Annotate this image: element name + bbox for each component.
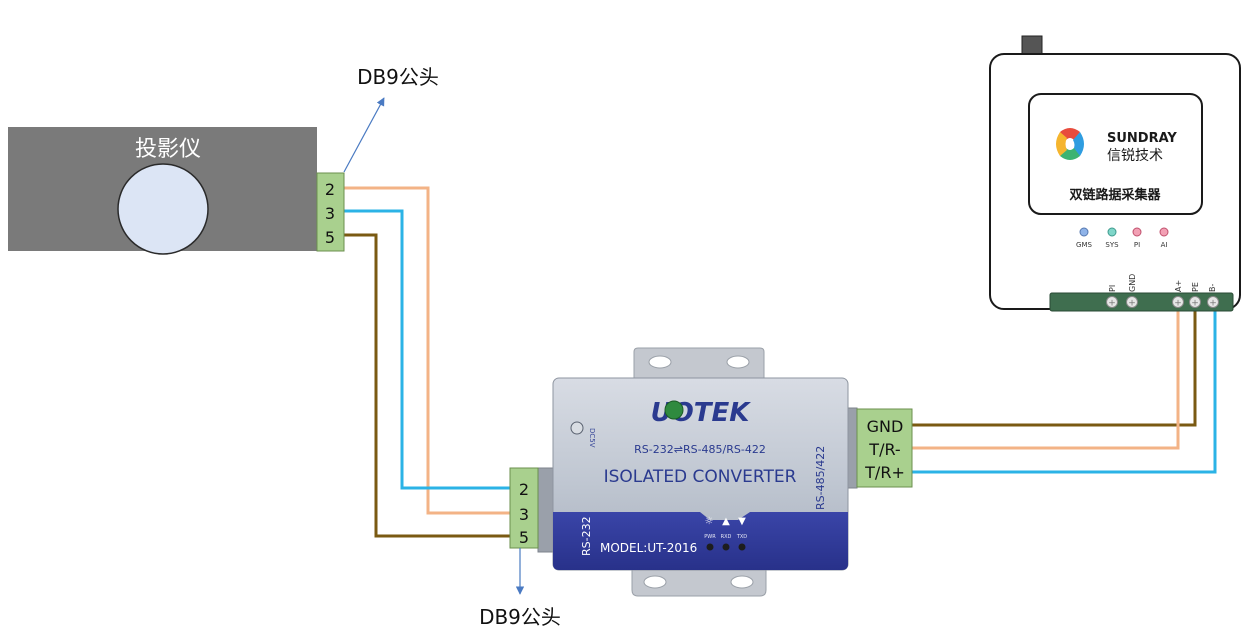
- converter-led-rxd: [722, 543, 730, 551]
- converter-rs232-terminal: [509, 467, 539, 549]
- collector-name: 双链路据采集器: [1069, 187, 1161, 203]
- collector-term-pe-label: PE: [1191, 282, 1200, 292]
- collector-screw-pe-plus-icon: +: [1191, 299, 1199, 309]
- converter-side-label-rs485: RS-485/422: [814, 446, 827, 510]
- collector-led-sys: [1107, 227, 1117, 237]
- projector: 投影仪 2 3 5: [8, 127, 345, 255]
- converter-led-txd: [738, 543, 746, 551]
- collector-screw-aplus: [1172, 296, 1184, 308]
- converter-side-label-rs232: RS-232: [580, 516, 593, 556]
- wire-orange-trminus: [912, 302, 1180, 450]
- bottom-connector-label: DB9公头: [479, 605, 561, 629]
- converter-top-ear: [633, 347, 765, 381]
- collector-led-ai-label: AI: [1161, 241, 1168, 249]
- wire-brown-rs232: [344, 233, 510, 538]
- converter-rs485-gnd: GND: [867, 417, 904, 436]
- collector-led-pi-label: PI: [1134, 241, 1140, 249]
- converter: DC5V UOTEK RS-232⇌RS-485/RS-422 ISOLATED…: [509, 347, 913, 597]
- collector-term-aplus-label: A+: [1174, 280, 1183, 292]
- converter-rs485-trminus: T/R-: [868, 440, 900, 459]
- converter-bottom-ear: [631, 567, 767, 597]
- converter-led-up-icon: ▲: [722, 516, 730, 527]
- projector-title: 投影仪: [135, 137, 201, 162]
- collector-screw-bminus: [1207, 296, 1219, 308]
- wires: [344, 186, 1217, 538]
- collector-screw-gnd: [1126, 296, 1138, 308]
- collector-screw-bminus-plus-icon: +: [1209, 299, 1217, 309]
- converter-led-pwr-label: PWR: [704, 534, 716, 540]
- collector-screw-pi: [1106, 296, 1118, 308]
- converter-led-pwr: [706, 543, 714, 551]
- converter-name: ISOLATED CONVERTER: [604, 467, 797, 487]
- collector-terminal-strip: [1049, 292, 1234, 312]
- projector-pin-5: 5: [325, 228, 335, 247]
- collector-term-bminus-label: B-: [1208, 284, 1217, 292]
- projector-lens: [117, 163, 209, 255]
- collector-screw-gnd-plus-icon: +: [1128, 299, 1136, 309]
- converter-subtitle: RS-232⇌RS-485/RS-422: [634, 443, 766, 456]
- converter-top-ear-hole-left: [648, 355, 672, 369]
- projector-pin-3: 3: [325, 204, 335, 223]
- converter-led-rxd-label: RXD: [721, 534, 732, 540]
- collector-led-gms-label: GMS: [1076, 241, 1092, 249]
- wire-blue-rs232: [344, 209, 510, 490]
- top-connector-label: DB9公头: [357, 65, 439, 89]
- converter-top-ear-hole-right: [726, 355, 750, 369]
- wire-orange-rs232: [344, 186, 510, 515]
- projector-db9-terminal: [316, 172, 345, 252]
- collector-led-gms: [1079, 227, 1089, 237]
- collector: SUNDRAY 信锐技术 双链路据采集器 GMS SYS PI AI PI GN…: [989, 35, 1241, 312]
- collector-brand-cn: 信锐技术: [1107, 148, 1163, 164]
- collector-term-pi-label: PI: [1108, 285, 1117, 292]
- converter-model: MODEL:UT-2016: [600, 541, 697, 555]
- wire-blue-trplus: [912, 302, 1217, 474]
- collector-led-pi: [1132, 227, 1142, 237]
- converter-rs485-trplus: T/R+: [864, 463, 905, 482]
- converter-bottom-ear-hole-left: [643, 575, 667, 589]
- collector-led-sys-label: SYS: [1105, 241, 1119, 249]
- top-connector-arrow: [343, 97, 385, 173]
- collector-terminal-screws: + + + + +: [1106, 296, 1219, 309]
- converter-rs232-pin-3: 3: [519, 505, 529, 524]
- converter-led-sun-icon: ☼: [705, 516, 714, 527]
- converter-dc-jack: [570, 421, 584, 435]
- collector-label-panel: [1028, 93, 1203, 215]
- converter-led-txd-label: TXD: [736, 534, 747, 540]
- collector-screw-aplus-plus-icon: +: [1174, 299, 1182, 309]
- collector-screw-pi-plus-icon: +: [1108, 299, 1116, 309]
- collector-brand-en: SUNDRAY: [1107, 131, 1177, 146]
- collector-led-ai: [1159, 227, 1169, 237]
- converter-rs485-terminal: [856, 408, 913, 488]
- converter-globe-icon: [664, 400, 684, 420]
- converter-rs232-pin-5: 5: [519, 528, 529, 547]
- sundray-logo-icon: [1056, 128, 1084, 160]
- collector-screw-pe: [1189, 296, 1201, 308]
- converter-led-down-icon: ▼: [738, 516, 746, 527]
- collector-term-gnd-label: GND: [1128, 274, 1137, 292]
- converter-bottom-ear-hole-right: [730, 575, 754, 589]
- converter-rs232-pin-2: 2: [519, 480, 529, 499]
- converter-dc-label: DC5V: [588, 428, 596, 448]
- projector-pin-2: 2: [325, 180, 335, 199]
- wire-brown-gnd: [912, 302, 1197, 427]
- converter-blue-panel: [553, 512, 848, 570]
